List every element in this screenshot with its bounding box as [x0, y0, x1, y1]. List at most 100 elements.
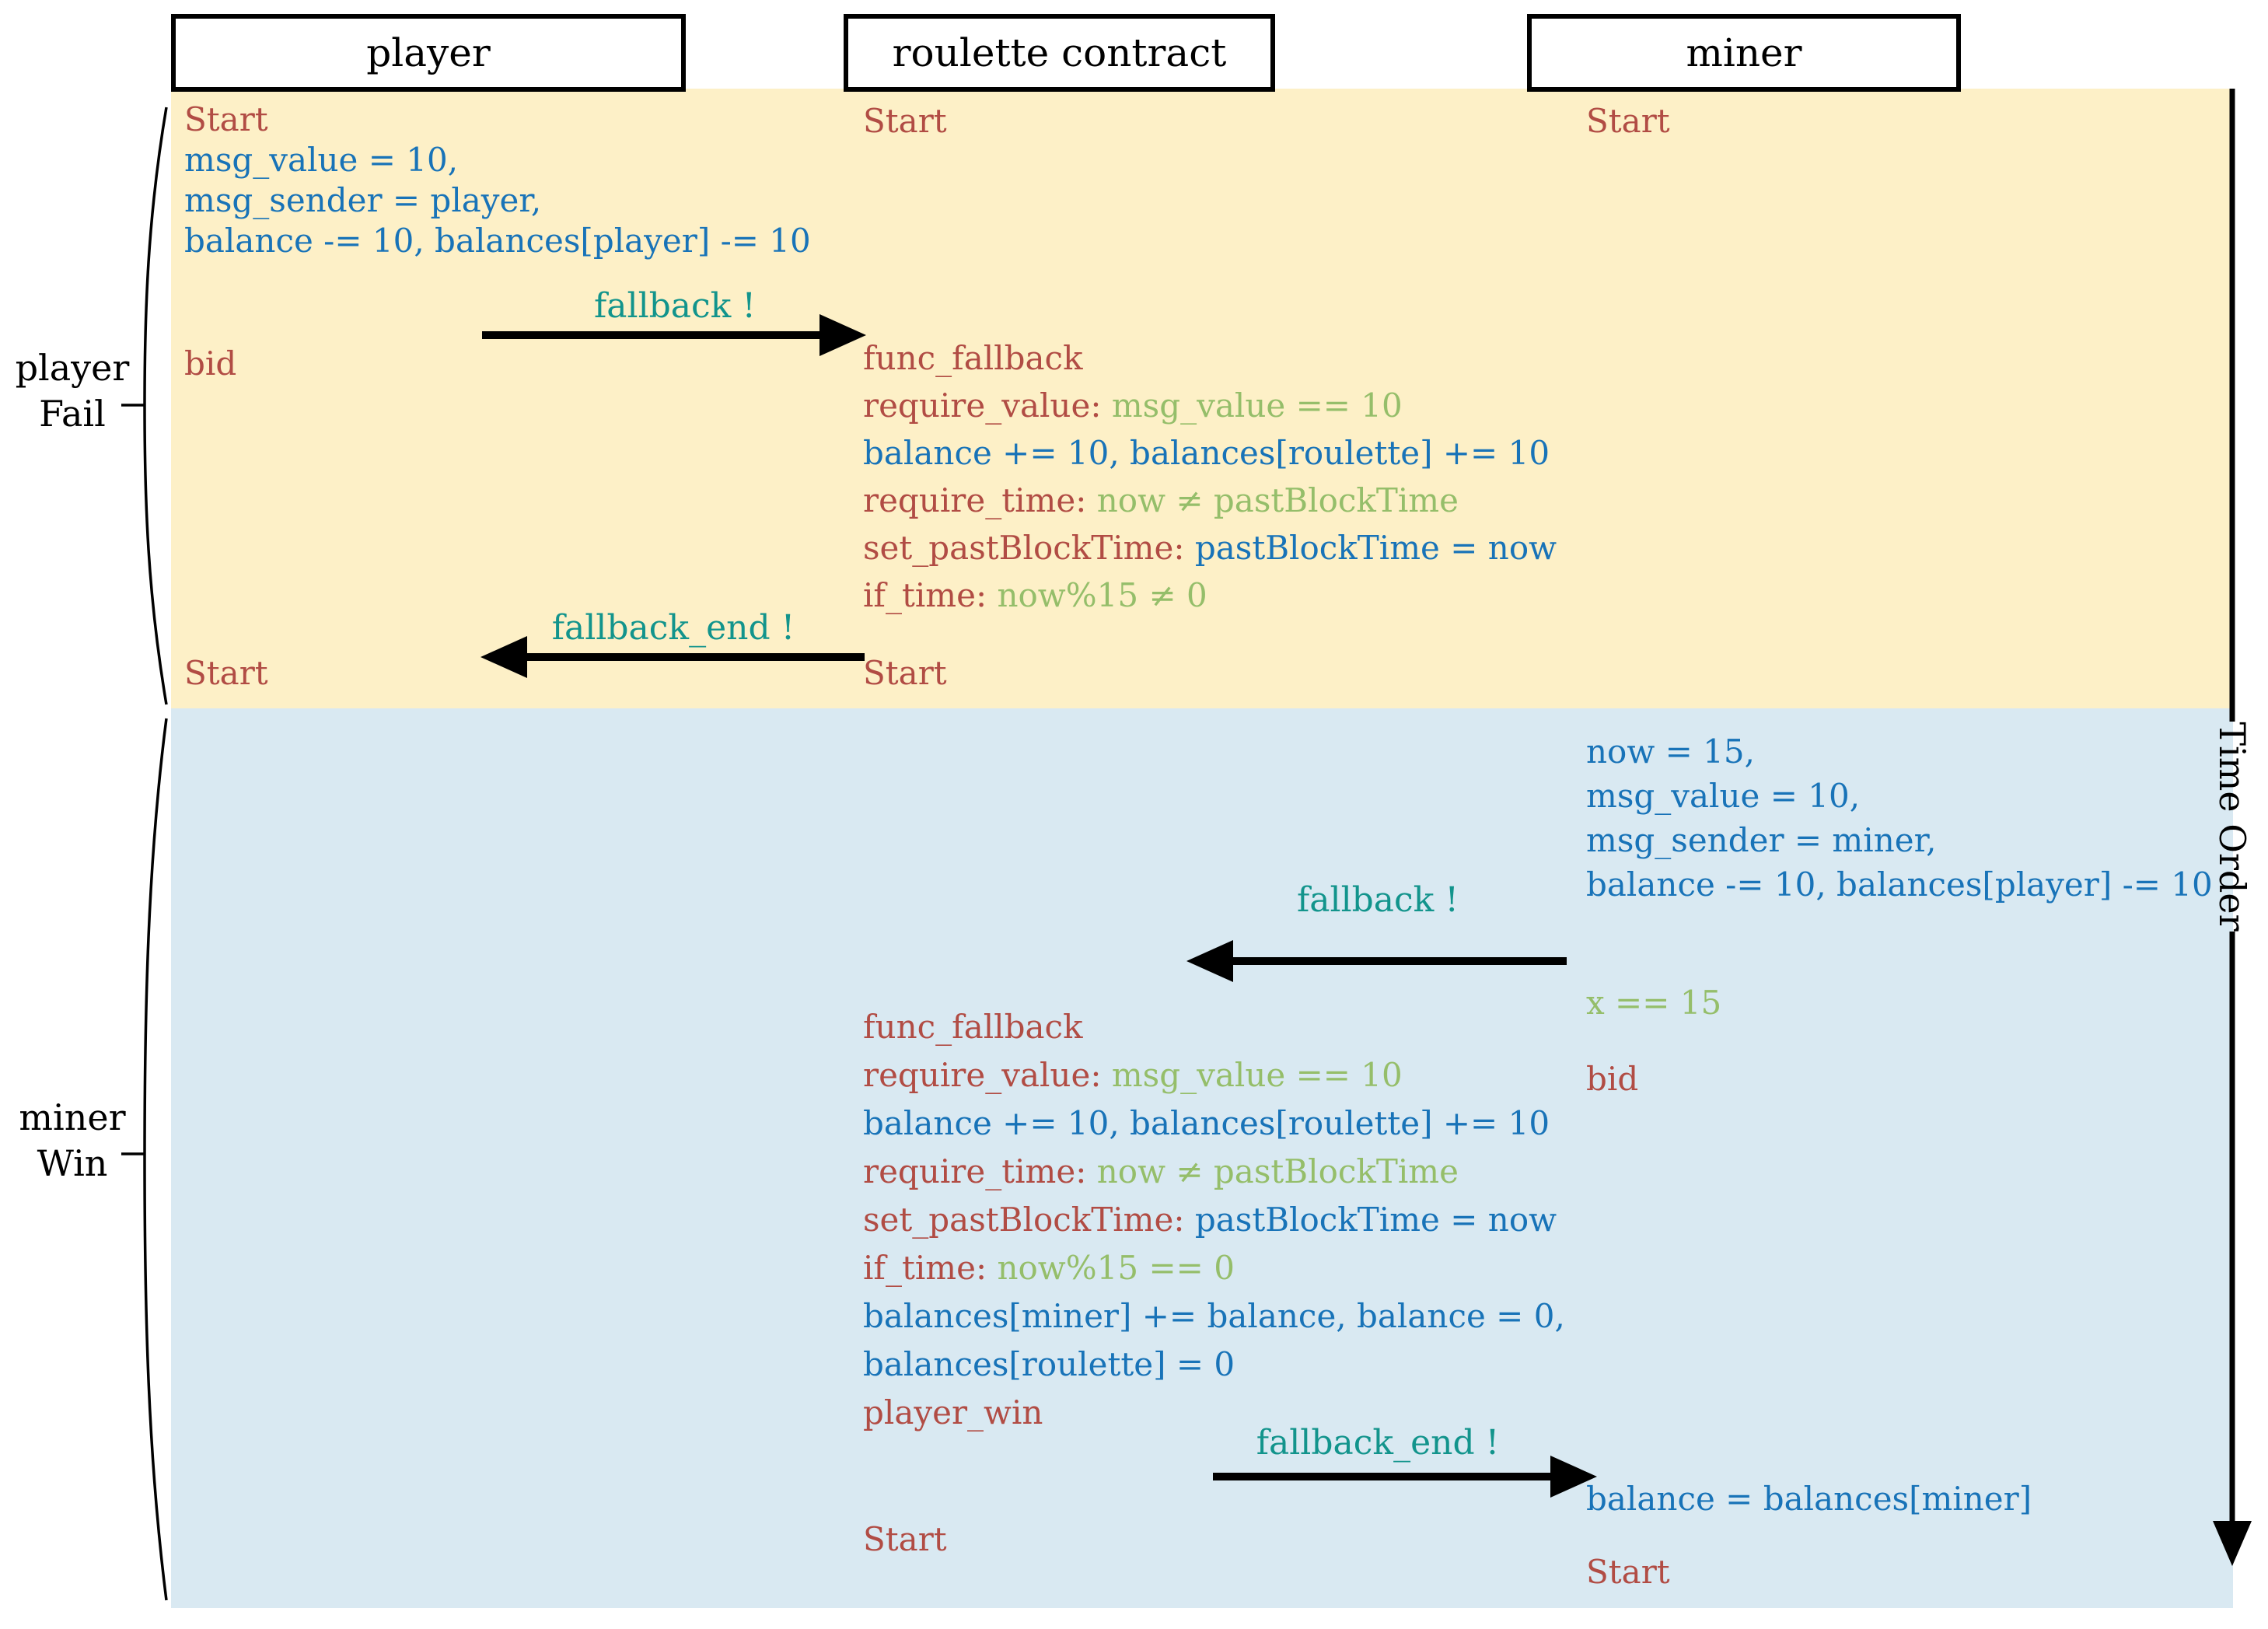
- text-line: require_value: msg_value == 10: [863, 382, 1557, 429]
- text-segment: balance = balances[miner]: [1586, 1480, 2032, 1518]
- text-line: msg_value = 10,: [184, 140, 811, 180]
- text-segment: func_fallback: [863, 1008, 1083, 1046]
- text-line: balance -= 10, balances[player] -= 10: [1586, 862, 2213, 907]
- text-segment: msg_value == 10: [1101, 1056, 1403, 1094]
- message-label-fallback-end-fail: fallback_end !: [551, 608, 795, 648]
- text-segment: bid: [1586, 1060, 1639, 1098]
- text-segment: balance += 10, balances[roulette] += 10: [863, 1104, 1550, 1142]
- text-line: Start: [863, 1518, 947, 1561]
- fallback-end-arrow-win-head: [1550, 1456, 1597, 1498]
- miner-transaction-state-win: now = 15, msg_value = 10, msg_sender = min…: [1586, 729, 2213, 907]
- text-segment: now = 15,: [1586, 732, 1755, 771]
- text-line: bid: [184, 342, 236, 385]
- text-segment: Start: [863, 654, 947, 692]
- text-line: msg_sender = player,: [184, 180, 811, 221]
- text-segment: func_fallback: [863, 339, 1083, 377]
- actor-label-miner: miner: [1686, 30, 1802, 75]
- text-line: require_time: now ≠ pastBlockTime: [863, 477, 1557, 524]
- fallback-arrow-win-head: [1186, 940, 1233, 982]
- text-segment: pastBlockTime = now: [1184, 529, 1557, 567]
- contract-start-state-fail: Start: [863, 100, 947, 142]
- text-line: balances[miner] += balance, balance = 0,: [863, 1292, 1565, 1341]
- time-order-label: Time Order: [2211, 722, 2253, 932]
- text-segment: require_time:: [863, 1152, 1087, 1190]
- text-line: msg_sender = miner,: [1586, 818, 2213, 862]
- text-segment: require_value:: [863, 1056, 1102, 1094]
- text-segment: require_value:: [863, 386, 1102, 425]
- text-segment: player_win: [863, 1393, 1043, 1431]
- player-fail-phase-background: [171, 89, 2233, 708]
- message-label-fallback-win: fallback !: [1296, 880, 1459, 920]
- text-segment: balance -= 10, balances[player] -= 10: [184, 222, 811, 260]
- text-segment: Start: [1586, 102, 1670, 140]
- text-line: x == 15: [1586, 981, 1721, 1024]
- text-line: balance -= 10, balances[player] -= 10: [184, 221, 811, 261]
- miner-start-state-fail: Start: [1586, 100, 1670, 142]
- actor-label-roulette-contract: roulette contract: [892, 30, 1227, 75]
- text-segment: msg_sender = miner,: [1586, 821, 1937, 859]
- miner-guard-condition-win: x == 15: [1586, 981, 1721, 1024]
- text-segment: Start: [184, 100, 268, 138]
- text-segment: msg_value == 10: [1101, 386, 1403, 425]
- actor-box-miner: miner: [1527, 14, 1961, 92]
- text-segment: Start: [863, 102, 947, 140]
- player-end-state-fail: Start: [184, 652, 268, 694]
- scenario-label-miner-win-line1: miner: [19, 1096, 126, 1138]
- message-label-fallback-end-win: fallback_end !: [1256, 1423, 1500, 1463]
- text-segment: require_time:: [863, 481, 1087, 519]
- text-line: balances[roulette] = 0: [863, 1341, 1565, 1389]
- text-segment: now%15 == 0: [987, 1249, 1235, 1287]
- text-segment: now%15 ≠ 0: [987, 576, 1207, 614]
- text-segment: set_pastBlockTime:: [863, 1201, 1185, 1239]
- contract-fallback-exec-fail: func_fallback require_value: msg_value ==…: [863, 334, 1557, 619]
- text-line: now = 15,: [1586, 729, 2213, 774]
- miner-balance-update-win: balance = balances[miner]: [1586, 1477, 2032, 1520]
- miner-win-brace: [143, 718, 168, 1601]
- text-line: Start: [863, 652, 947, 694]
- text-segment: now ≠ pastBlockTime: [1086, 1152, 1459, 1190]
- text-line: require_time: now ≠ pastBlockTime: [863, 1148, 1565, 1196]
- text-segment: msg_sender = player,: [184, 181, 542, 219]
- fallback-arrow-fail-head: [819, 314, 866, 356]
- miner-bid-state-win: bid: [1586, 1057, 1638, 1100]
- contract-end-state-fail: Start: [863, 652, 947, 694]
- text-segment: pastBlockTime = now: [1184, 1201, 1557, 1239]
- actor-box-roulette-contract: roulette contract: [844, 14, 1275, 92]
- text-segment: msg_value = 10,: [1586, 777, 1861, 815]
- scenario-label-player-fail-line1: player: [15, 347, 130, 389]
- text-line: player_win: [863, 1389, 1565, 1437]
- actor-label-player: player: [366, 30, 491, 75]
- scenario-label-miner-win-line2: Win: [37, 1142, 108, 1184]
- text-segment: balances[roulette] = 0: [863, 1345, 1235, 1383]
- actor-box-player: player: [171, 14, 686, 92]
- text-segment: msg_value = 10,: [184, 141, 459, 179]
- message-label-fallback-fail: fallback !: [593, 286, 757, 326]
- text-line: require_value: msg_value == 10: [863, 1051, 1565, 1099]
- miner-end-state-win: Start: [1586, 1550, 1670, 1593]
- scenario-label-player-fail: player Fail: [0, 345, 145, 437]
- text-line: Start: [184, 652, 268, 694]
- text-segment: x == 15: [1586, 984, 1722, 1022]
- text-segment: now ≠ pastBlockTime: [1086, 481, 1459, 519]
- text-segment: balance -= 10, balances[player] -= 10: [1586, 865, 2213, 904]
- text-line: Start: [1586, 1550, 1670, 1593]
- text-line: Start: [184, 100, 811, 140]
- text-segment: Start: [863, 1520, 947, 1558]
- text-line: if_time: now%15 == 0: [863, 1244, 1565, 1292]
- text-segment: if_time:: [863, 1249, 987, 1287]
- text-line: balance += 10, balances[roulette] += 10: [863, 1099, 1565, 1148]
- fallback-end-arrow-fail-head: [481, 636, 527, 678]
- text-line: Start: [863, 100, 947, 142]
- time-order-axis-arrowhead: [2213, 1521, 2252, 1566]
- scenario-label-miner-win: miner Win: [0, 1095, 145, 1187]
- text-segment: set_pastBlockTime:: [863, 529, 1185, 567]
- contract-end-state-win: Start: [863, 1518, 947, 1561]
- text-segment: bid: [184, 344, 237, 383]
- text-line: Start: [1586, 100, 1670, 142]
- text-line: set_pastBlockTime: pastBlockTime = now: [863, 524, 1557, 572]
- text-line: balance = balances[miner]: [1586, 1477, 2032, 1520]
- player-fail-brace: [143, 107, 168, 705]
